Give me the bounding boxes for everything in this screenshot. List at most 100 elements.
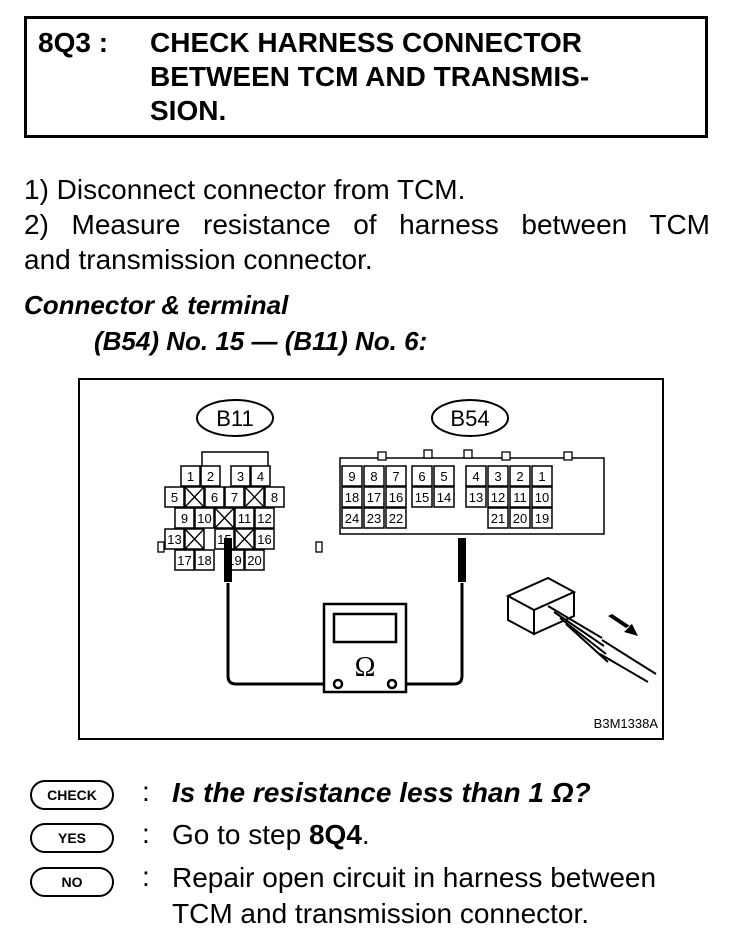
step-header-box [24,16,708,138]
b11-terminal-3-5 [254,528,275,550]
b11-terminal-3-4-blank [234,528,255,550]
b11-label: B11 [216,406,254,431]
b54-terminal-1-5 [465,486,487,508]
b54-terminal-1-1 [363,486,385,508]
b11-connector: B1112345678910111213151617181920 [157,399,323,571]
b54-terminal-2-8 [531,507,553,529]
b54-terminal-1-3 [411,486,433,508]
step-code: 8Q3 : [38,27,109,58]
b54-terminal-2-0 [341,507,363,529]
b54-terminal-2-2-label: 22 [389,511,403,526]
b54-terminal-1-6-label: 12 [491,490,505,505]
b54-terminal-0-5-label: 4 [472,469,479,484]
b11-terminal-4-0-label: 17 [177,553,191,568]
b54-label-oval [431,399,509,437]
b54-terminal-0-3 [411,465,433,487]
ohm-symbol: Ω [355,652,376,683]
b54-terminal-0-0-label: 9 [348,469,355,484]
b54-terminal-0-2 [385,465,407,487]
ohmmeter [322,602,408,694]
b11-terminal-1-5-label: 8 [271,490,278,505]
probe-left [224,538,232,582]
b54-terminal-2-6-label: 21 [491,511,505,526]
b54-terminal-1-1-label: 17 [367,490,381,505]
b54-terminal-0-8 [531,465,553,487]
b11-terminal-3-0 [164,528,185,550]
b54-terminal-2-0-label: 24 [345,511,359,526]
b11-terminal-3-5-label: 16 [257,532,271,547]
b54-terminal-2-7-label: 20 [513,511,527,526]
b54-key-0 [377,451,387,461]
figure-code: B3M1338A [594,716,659,731]
b54-terminal-1-6 [487,486,509,508]
harness-wires [226,583,464,686]
b11-terminal-0-1 [200,465,221,487]
b54-terminal-1-8 [531,486,553,508]
b11-terminal-2-2-blank [214,507,235,529]
b11-terminal-1-3 [224,486,245,508]
probe-right [458,538,466,582]
b54-key-3 [501,451,511,461]
b54-terminal-0-6-label: 3 [494,469,501,484]
b11-terminal-1-0 [164,486,185,508]
instruction-2: 2) Measure resistance of harness between… [24,209,710,240]
b54-terminal-0-3-label: 6 [418,469,425,484]
yes-text: Go to step 8Q4. [172,817,370,853]
b54-terminal-0-2-label: 7 [392,469,399,484]
b54-terminal-2-1-label: 23 [367,511,381,526]
b11-terminal-0-0-label: 1 [187,469,194,484]
b54-terminal-0-1 [363,465,385,487]
b54-terminal-1-4-label: 14 [437,490,451,505]
b11-terminal-0-4 [250,465,271,487]
b11-terminal-4-0 [174,549,195,571]
b54-terminal-1-7 [509,486,531,508]
b54-terminal-0-4 [433,465,455,487]
b54-terminal-1-0 [341,486,363,508]
instruction-1: 1) Disconnect connector from TCM. [24,174,466,205]
b11-terminal-4-4-label: 20 [247,553,261,568]
b54-terminal-0-7 [509,465,531,487]
b54-terminal-1-2 [385,486,407,508]
b54-terminal-0-5 [465,465,487,487]
insert-arrow [608,614,638,636]
yes-text-suffix: . [361,819,370,850]
no-text: Repair open circuit in harness between T… [172,862,657,929]
b11-label-oval [196,399,274,437]
yes-text-prefix: Go to step [172,819,309,850]
check-colon: : [142,776,150,807]
b54-terminal-0-8-label: 1 [538,469,545,484]
b11-terminal-1-2 [204,486,225,508]
b11-terminal-0-3 [230,465,251,487]
connector-illustration [505,576,657,683]
b54-terminal-1-5-label: 13 [469,490,483,505]
b54-terminal-2-1 [363,507,385,529]
b54-terminal-0-7-label: 2 [516,469,523,484]
yes-colon: : [142,818,150,849]
b11-terminal-3-0-label: 13 [167,532,181,547]
b11-tab-left [157,541,165,553]
b11-terminal-3-1-blank [184,528,205,550]
b11-terminal-4-4 [244,549,265,571]
check-symbol: CHECK [30,780,114,810]
b11-terminal-1-2-label: 6 [211,490,218,505]
b11-terminal-2-1-label: 10 [197,511,211,526]
b11-terminal-4-1-label: 18 [197,553,211,568]
b11-tab-right [315,541,323,553]
b11-terminal-2-4 [254,507,275,529]
b54-key-4 [563,451,573,461]
b54-terminal-1-3-label: 15 [415,490,429,505]
wiring-diagram: B1112345678910111213151617181920 B549876… [78,378,664,740]
b54-terminal-2-8-label: 19 [535,511,549,526]
b11-terminal-1-5 [264,486,285,508]
b11-terminal-2-0 [174,507,195,529]
connector-terminal-spec: (B54) No. 15 — (B11) No. 6: [94,326,428,356]
b11-latch [201,451,269,466]
b54-terminal-0-6 [487,465,509,487]
b11-terminal-0-0 [180,465,201,487]
b54-key-2 [463,449,473,459]
instruction-2-continued: and transmission connector. [24,244,373,275]
b11-terminal-2-3 [234,507,255,529]
b54-label: B54 [450,406,489,431]
b11-terminal-1-4-blank [244,486,265,508]
